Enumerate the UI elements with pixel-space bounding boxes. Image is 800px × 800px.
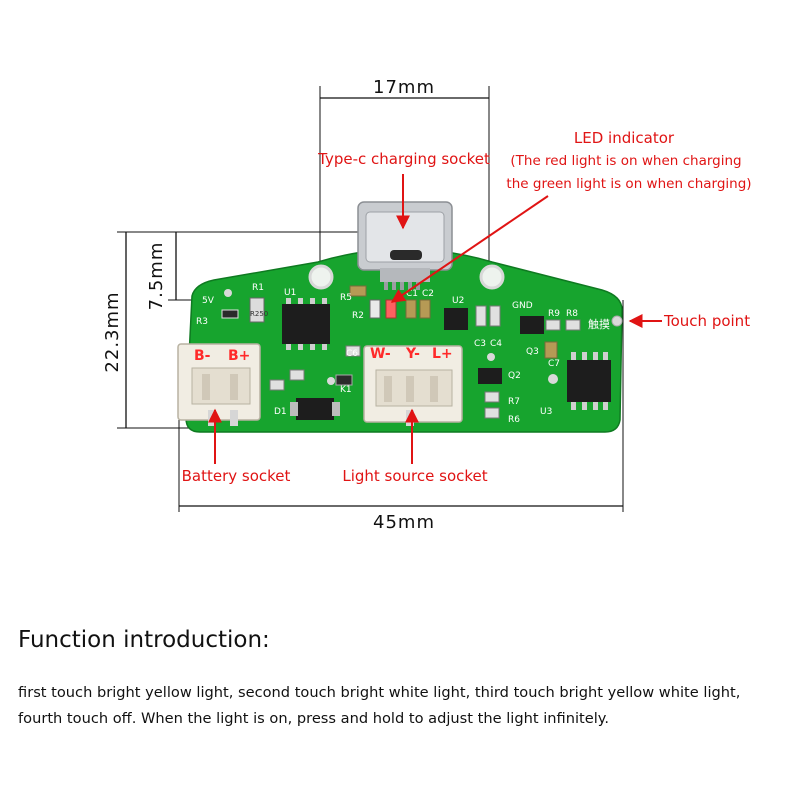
callout-led-title: LED indicator (574, 129, 675, 147)
ic-u3 (567, 352, 611, 410)
callout-light: Light source socket (342, 408, 488, 485)
label-l-plus: L+ (432, 346, 453, 362)
callout-light-label: Light source socket (342, 467, 487, 485)
label-b-minus: B- (194, 348, 211, 364)
label-c2: C2 (422, 289, 434, 299)
callout-typec-label: Type-c charging socket (317, 150, 490, 168)
touch-pad (611, 315, 623, 327)
label-q2: Q2 (508, 371, 521, 381)
label-d1: D1 (274, 407, 287, 417)
dim-label-22-3mm: 22.3mm (102, 291, 123, 372)
callout-touch-label: Touch point (663, 312, 750, 330)
label-u1: U1 (284, 288, 296, 298)
callout-led-line1: (The red light is on when charging (510, 153, 741, 169)
label-r250: R250 (250, 310, 268, 318)
label-r2: R2 (352, 311, 364, 321)
dimension-top-17mm: 17mm (319, 77, 490, 270)
function-description: first touch bright yellow light, second … (18, 684, 741, 727)
callout-touch: Touch point (628, 312, 750, 330)
battery-connector (177, 343, 261, 426)
label-k1: K1 (340, 385, 352, 395)
label-r6: R6 (508, 415, 520, 425)
usb-c-connector (357, 201, 453, 290)
mounting-hole-right (479, 264, 505, 290)
label-c4: C4 (490, 339, 502, 349)
label-c3: C3 (474, 339, 486, 349)
dim-label-7-5mm: 7.5mm (146, 242, 167, 311)
label-u3: U3 (540, 407, 552, 417)
mounting-hole-left (308, 264, 334, 290)
label-r9: R9 (548, 309, 560, 319)
callout-battery-label: Battery socket (182, 467, 291, 485)
callout-typec: Type-c charging socket (317, 150, 490, 230)
callout-led-line2: the green light is on when charging) (506, 176, 751, 192)
label-w-minus: W- (370, 346, 391, 362)
diode-d1 (290, 398, 340, 420)
label-q3: Q3 (526, 347, 539, 357)
label-r3: R3 (196, 317, 208, 327)
smd-components (221, 285, 581, 419)
dim-label-45mm: 45mm (373, 512, 435, 533)
callout-led: LED indicator (The red light is on when … (390, 129, 752, 303)
label-c1: C1 (406, 289, 418, 299)
label-y-minus: Y- (405, 346, 420, 362)
callout-battery: Battery socket (182, 408, 291, 485)
label-b-plus: B+ (228, 348, 250, 364)
board-silkscreen: B- B+ W- Y- L+ 5V GND 触摸 R1 R3 R250 U1 R… (194, 283, 610, 425)
light-connector (363, 345, 463, 426)
label-5v: 5V (202, 296, 215, 306)
transistor-q3 (520, 316, 544, 334)
label-r5: R5 (340, 293, 352, 303)
label-r7: R7 (508, 397, 520, 407)
label-touch-cn: 触摸 (588, 317, 610, 331)
dimension-bottom-45mm: 45mm (178, 300, 624, 533)
label-r8: R8 (566, 309, 578, 319)
pcb-board (185, 248, 623, 433)
dim-label-17mm: 17mm (373, 77, 435, 98)
label-gnd: GND (512, 301, 533, 311)
label-c6: C6 (346, 349, 358, 359)
transistor-q2 (478, 368, 502, 384)
dimension-left-22-3mm: 22.3mm (102, 231, 360, 429)
function-title: Function introduction: (18, 627, 270, 653)
label-c7: C7 (548, 359, 560, 369)
ic-u2 (444, 308, 468, 330)
label-r1: R1 (252, 283, 264, 293)
ic-u1 (282, 298, 330, 350)
label-u2: U2 (452, 296, 464, 306)
